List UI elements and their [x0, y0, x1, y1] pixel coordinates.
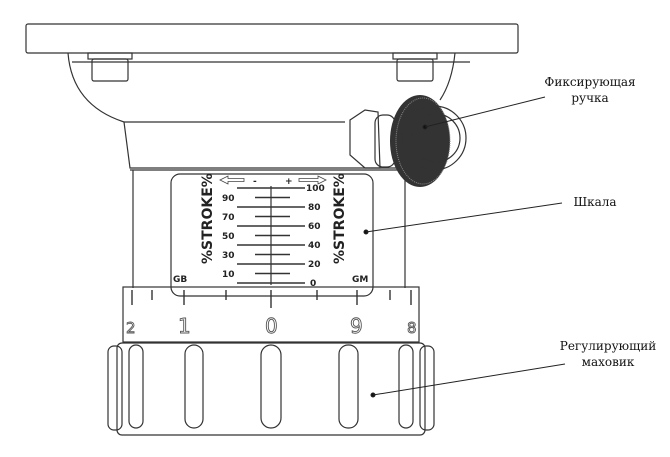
- gm-label: GM: [352, 275, 368, 285]
- callout-locking-knob-line2: ручка: [571, 91, 608, 105]
- minus-sign: -: [253, 177, 257, 187]
- callout-scale: Шкала: [573, 195, 616, 209]
- dial-ring: [122, 286, 420, 343]
- stroke-label-left: %STROKE%: [200, 173, 216, 264]
- dial-number: 0: [265, 314, 278, 338]
- dial-number: 8: [407, 319, 417, 337]
- scale-label: 90: [222, 194, 235, 204]
- plate-foot-left: [87, 52, 133, 60]
- dial-number: 1: [178, 314, 191, 338]
- scale-label: 50: [222, 232, 235, 242]
- plate-foot-left-body: [91, 58, 129, 82]
- arrow-right-icon: [298, 175, 327, 185]
- scale-label: 30: [222, 251, 235, 261]
- adjusting-handwheel[interactable]: [107, 342, 435, 436]
- housing-lower: [132, 170, 406, 288]
- scale-label: 40: [308, 241, 321, 251]
- scale-label: 0: [310, 279, 316, 289]
- housing-upper: [67, 52, 456, 169]
- plate-foot-right: [392, 52, 438, 60]
- callout-handwheel-line2: маховик: [582, 355, 635, 369]
- leader-lines: [363, 96, 566, 398]
- dial-ticks: [131, 290, 412, 308]
- scale-label: 80: [308, 203, 321, 213]
- callout-handwheel-line1: Регулирующий: [560, 339, 657, 353]
- plate-foot-right-body: [396, 58, 434, 82]
- plus-sign: +: [285, 177, 293, 187]
- mounting-plate: [25, 23, 519, 54]
- scale-plate: [170, 173, 374, 297]
- callout-locking-knob-line1: Фиксирующая: [544, 75, 635, 89]
- scale-label: 60: [308, 222, 321, 232]
- gb-label: GB: [173, 275, 187, 285]
- scale-label: 70: [222, 213, 235, 223]
- arrow-left-icon: [219, 175, 245, 185]
- dial-number: 2: [126, 319, 136, 337]
- scale-label: 20: [308, 260, 321, 270]
- locking-knob[interactable]: [349, 95, 467, 187]
- scale-label: 10: [222, 270, 235, 280]
- dial-number: 9: [350, 314, 363, 338]
- stroke-label-right: %STROKE%: [332, 173, 348, 264]
- scale-label: 100: [306, 184, 325, 194]
